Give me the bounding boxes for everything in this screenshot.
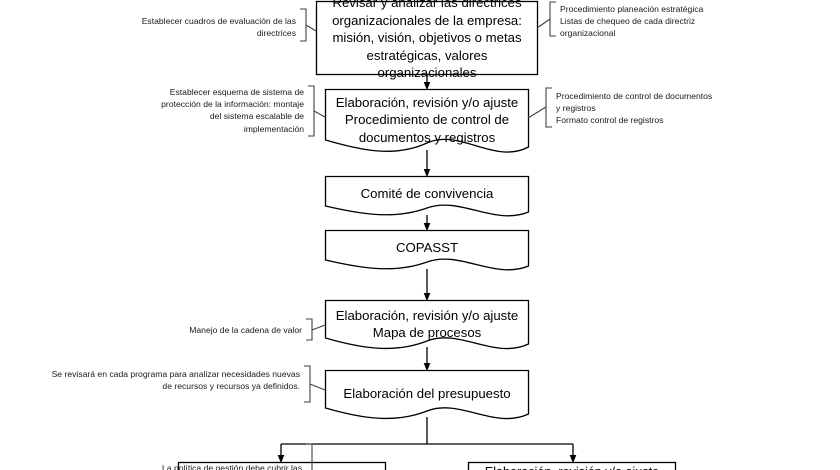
leader-esquema-proteccion [313,110,326,118]
node-label-mapa-procesos: Elaboración, revisión y/o ajuste Mapa de… [335,307,519,340]
node-label-presupuesto: Elaboración del presupuesto [343,386,511,402]
leader-procedimiento-control [527,106,547,119]
bracket-cadena-valor [306,318,313,341]
node-label-comite-convivencia: Comité de convivencia [360,186,494,202]
leader-planeacion-estrategica [536,18,551,29]
leader-cuadros-evaluacion [305,24,317,32]
node-label-control-documentos: Elaboración, revisión y/o ajuste Procedi… [335,94,519,145]
bracket-planeacion-estrategica [549,1,556,37]
bracket-esquema-proteccion [308,85,315,137]
annotation-label-revision-programa: Se revisará en cada programa para analiz… [51,369,300,392]
node-label-bottom-right: Elaboración, revisión y/o ajuste [469,464,675,470]
annotation-label-politica-gestion: La política de gestión debe cubrir las [162,463,302,470]
annotation-label-procedimiento-control: Procedimiento de control de documentos y… [556,91,713,126]
leader-revision-programa [309,383,326,391]
node-label-copasst: COPASST [395,240,459,256]
leader-cadena-valor [311,324,326,331]
bracket-procedimiento-control [545,87,552,128]
annotation-label-cadena-valor: Manejo de la cadena de valor [189,325,302,335]
annotation-label-esquema-proteccion: Establecer esquema de sistema de protecc… [161,87,304,134]
bracket-revision-programa [304,365,311,403]
annotation-label-planeacion-estrategica: Procedimiento planeación estratégica Lis… [560,4,704,39]
node-label-revisar-directrices: Revisar y analizar las directrices organ… [332,0,522,81]
bracket-cuadros-evaluacion [300,8,307,42]
annotation-label-cuadros-evaluacion: Establecer cuadros de evaluación de las … [141,16,296,39]
